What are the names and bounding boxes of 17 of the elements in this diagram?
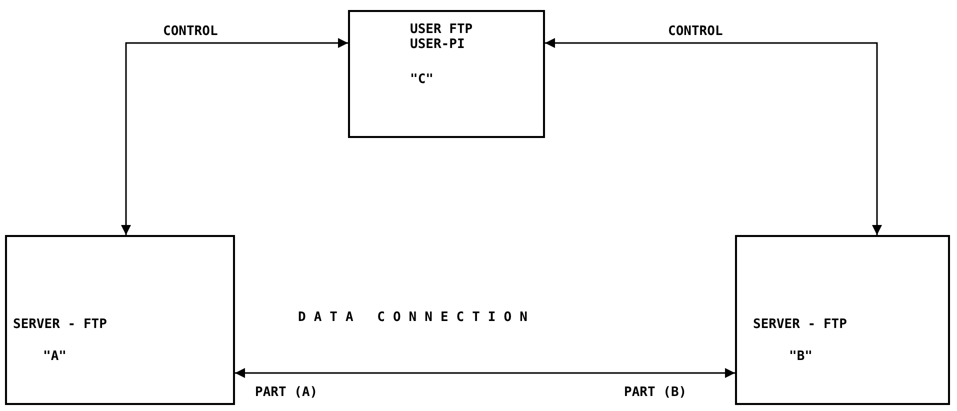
arrow <box>235 368 735 378</box>
box-label: "A" <box>43 349 66 364</box>
edge-label: DATA CONNECTION <box>298 310 536 325</box>
box-label: USER FTP USER-PI <box>410 22 474 52</box>
arrow <box>545 38 882 235</box>
edge-label: CONTROL <box>163 24 218 39</box>
part-label: PART (A) <box>255 385 318 400</box>
edge-label: CONTROL <box>668 24 723 39</box>
arrow <box>121 38 348 235</box>
box-label: SERVER - FTP <box>753 317 847 332</box>
part-label: PART (B) <box>624 385 687 400</box>
box-label: SERVER - FTP <box>13 317 107 332</box>
box-label: "C" <box>410 72 434 87</box>
box-label: "B" <box>789 349 812 364</box>
process-box <box>735 235 950 405</box>
process-box <box>348 10 545 138</box>
process-box <box>5 235 235 405</box>
